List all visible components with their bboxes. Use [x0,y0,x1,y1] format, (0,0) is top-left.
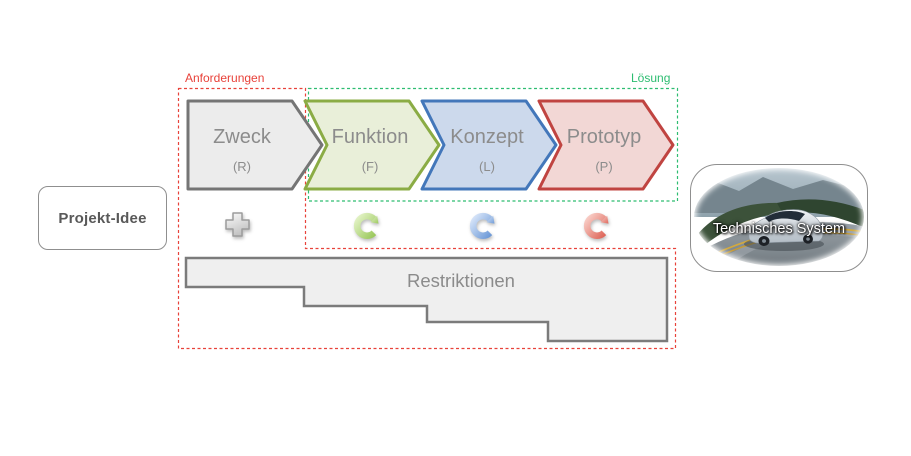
iteration-cycle-funktion-icon [353,211,381,239]
anforderungen-region-outline [177,87,677,350]
chevron-shape [303,99,441,191]
anforderungen-label: Anforderungen [185,71,265,85]
car-headlight [751,226,759,230]
plus-icon [224,211,251,238]
technisches-system-box: Technisches System [690,164,868,272]
forest-hill-right [777,199,864,229]
iteration-cycle-konzept-icon [469,211,497,239]
iteration-cycle-prototyp-icon [583,211,611,239]
car-photo [691,165,867,271]
chevron-shape [420,99,558,191]
car-hub-rear [806,237,810,241]
chevron-shape [186,99,324,191]
photo-feather-edge [691,165,867,271]
forest-hill-left [694,202,785,257]
projekt-idee-box: Projekt-Idee [38,186,167,250]
car-body-crease [751,227,771,233]
car-windshield [765,210,805,222]
technisches-system-label: Technisches System [712,221,846,237]
loesung-label: Lösung [631,71,671,85]
chevron-shape [537,99,675,191]
projekt-idee-label: Projekt-Idee [58,209,147,227]
restriktionen-label: Restriktionen [407,270,515,291]
car-hub-front [762,239,766,243]
loesung-region-outline [307,87,679,202]
